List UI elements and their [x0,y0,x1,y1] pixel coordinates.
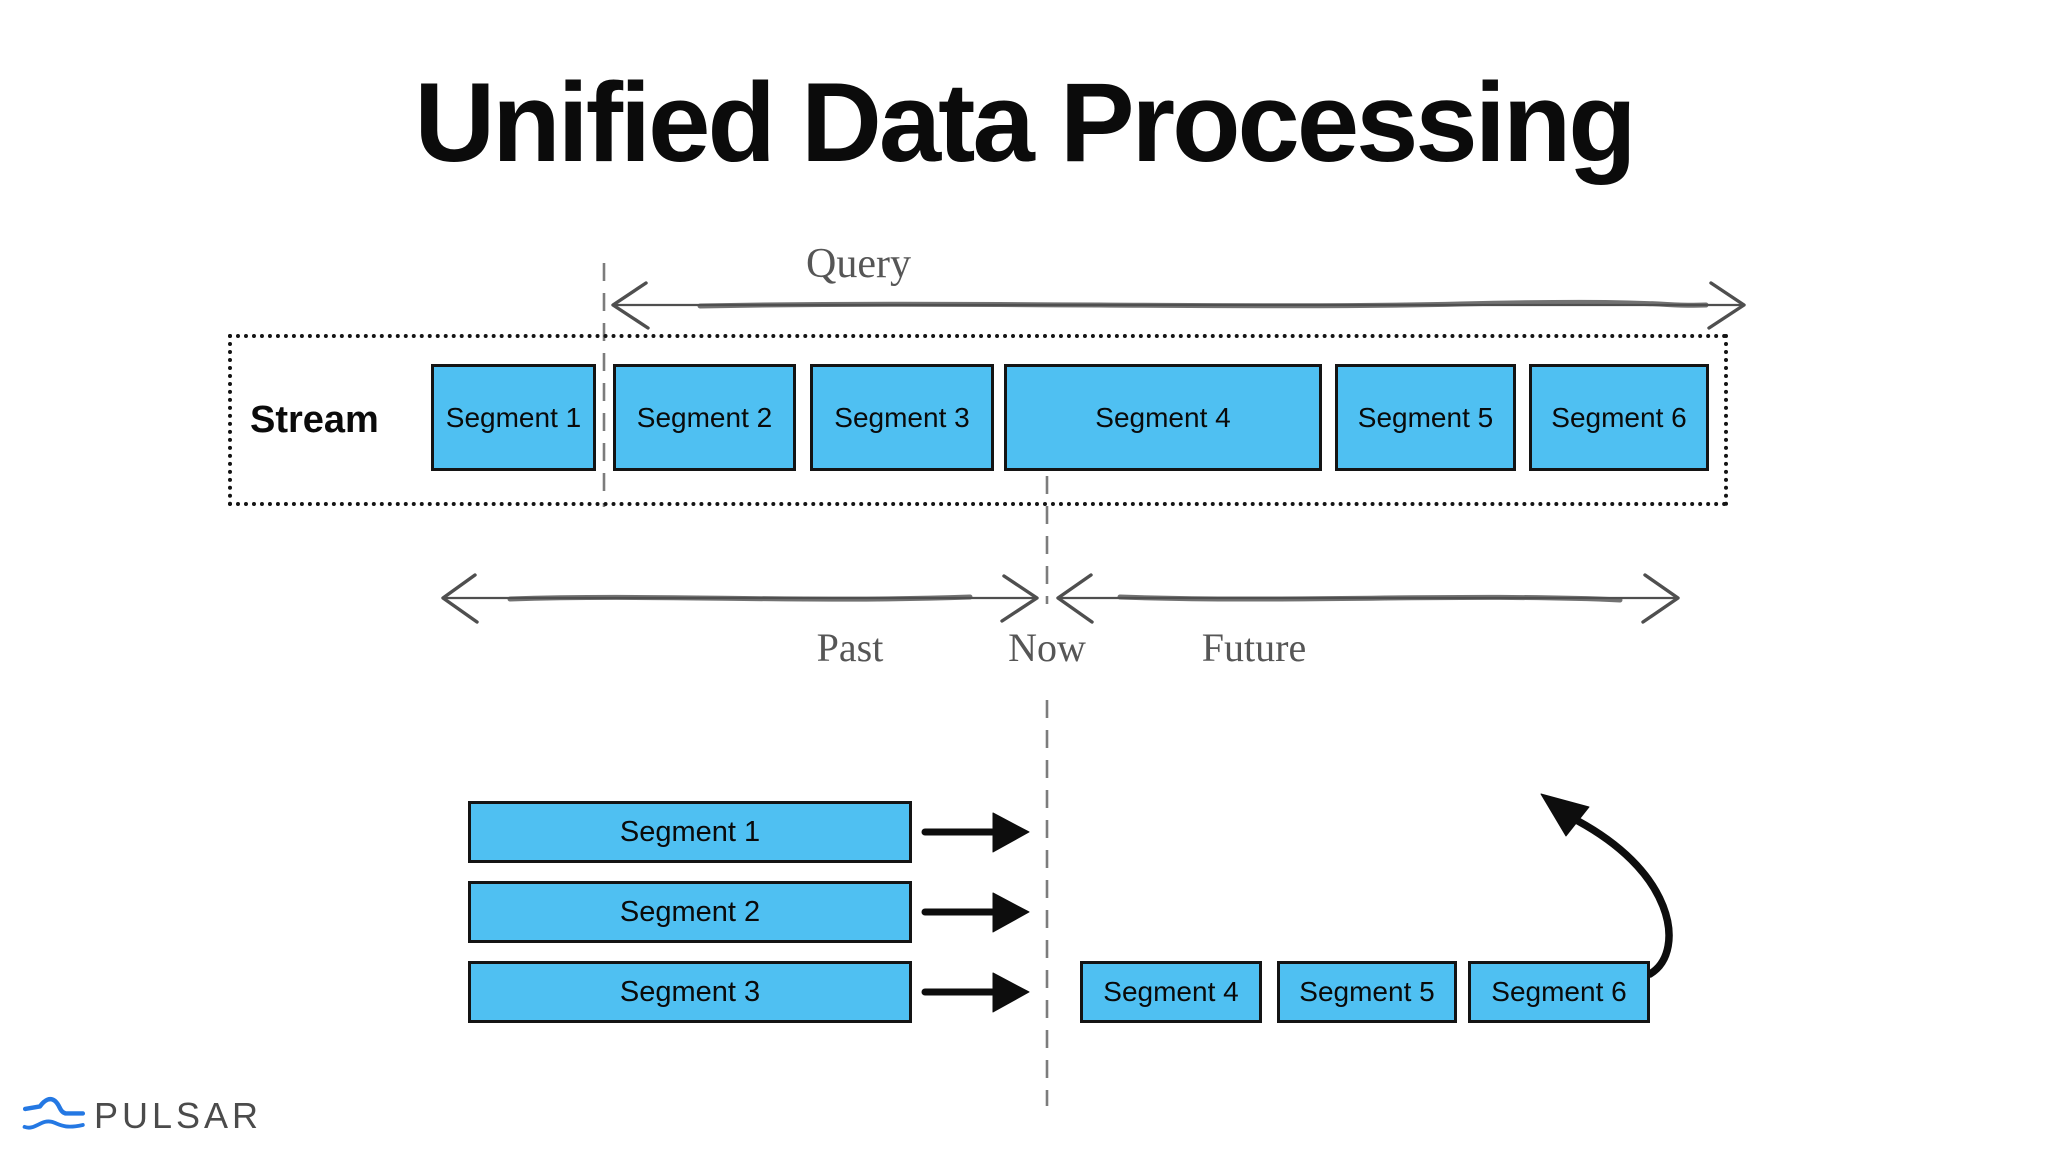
query-label: Query [806,241,911,287]
past-segment-bar-2: Segment 2 [468,881,912,943]
stream-segment-3: Segment 3 [810,364,994,471]
ingest-arrow-3 [921,972,1030,1013]
future-segment-box-4: Segment 4 [1080,961,1262,1023]
pulsar-logo: PULSAR [22,1090,262,1142]
stream-segment-1: Segment 1 [431,364,596,471]
replay-arrow [1540,793,1673,978]
stream-segment-2: Segment 2 [613,364,796,471]
page-title: Unified Data Processing [414,60,1636,185]
stream-label: Stream [250,398,379,441]
past-segment-bar-3: Segment 3 [468,961,912,1023]
past-arrow [441,573,1039,624]
pulsar-logo-text: PULSAR [94,1095,263,1136]
future-segment-box-5: Segment 5 [1277,961,1457,1023]
ingest-arrow-2 [921,892,1030,933]
stream-segment-5: Segment 5 [1335,364,1516,471]
now-label: Now [1002,624,1092,671]
past-label: Past [816,625,884,670]
query-arrow [611,281,1746,330]
stream-segment-4: Segment 4 [1004,364,1322,471]
future-label: Future [1201,625,1307,670]
stream-segment-6: Segment 6 [1529,364,1709,471]
past-segment-bar-1: Segment 1 [468,801,912,863]
future-segment-box-6: Segment 6 [1468,961,1650,1023]
stream-box [228,334,1728,506]
pulsar-logo-icon [22,1096,86,1130]
ingest-arrow-1 [921,812,1030,853]
future-arrow [1056,573,1680,624]
